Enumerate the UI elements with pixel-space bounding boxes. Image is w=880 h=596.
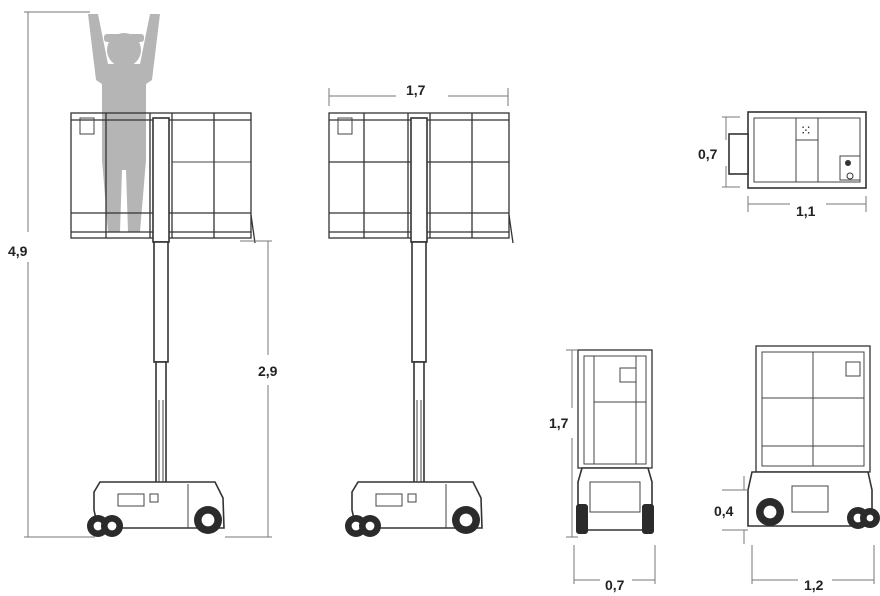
- platform-height-label: 2,9: [258, 363, 278, 379]
- top-view: ⁙ 0,7 1,1: [698, 111, 867, 219]
- side-view-raised: 1,7: [328, 82, 514, 537]
- mast: [152, 117, 170, 491]
- chassis: [87, 481, 225, 537]
- side-view-raised-with-person: 4,9: [8, 11, 278, 538]
- chassis: [345, 481, 483, 537]
- clearance-label: 0,4: [714, 503, 734, 519]
- svg-text:⁙: ⁙: [800, 123, 812, 139]
- front-height-label: 1,7: [549, 415, 569, 431]
- mast: [410, 117, 428, 491]
- side-length-label: 1,2: [804, 577, 824, 593]
- platform-length-label: 1,7: [406, 82, 426, 98]
- front-width-label: 0,7: [605, 577, 625, 593]
- front-view-stowed: 1,7 0,7: [549, 349, 656, 593]
- person-silhouette: [88, 14, 160, 232]
- top-length-label: 1,1: [796, 203, 816, 219]
- top-width-label: 0,7: [698, 146, 718, 162]
- height-total-label: 4,9: [8, 243, 28, 259]
- side-view-stowed: 0,4 1,2: [714, 345, 880, 593]
